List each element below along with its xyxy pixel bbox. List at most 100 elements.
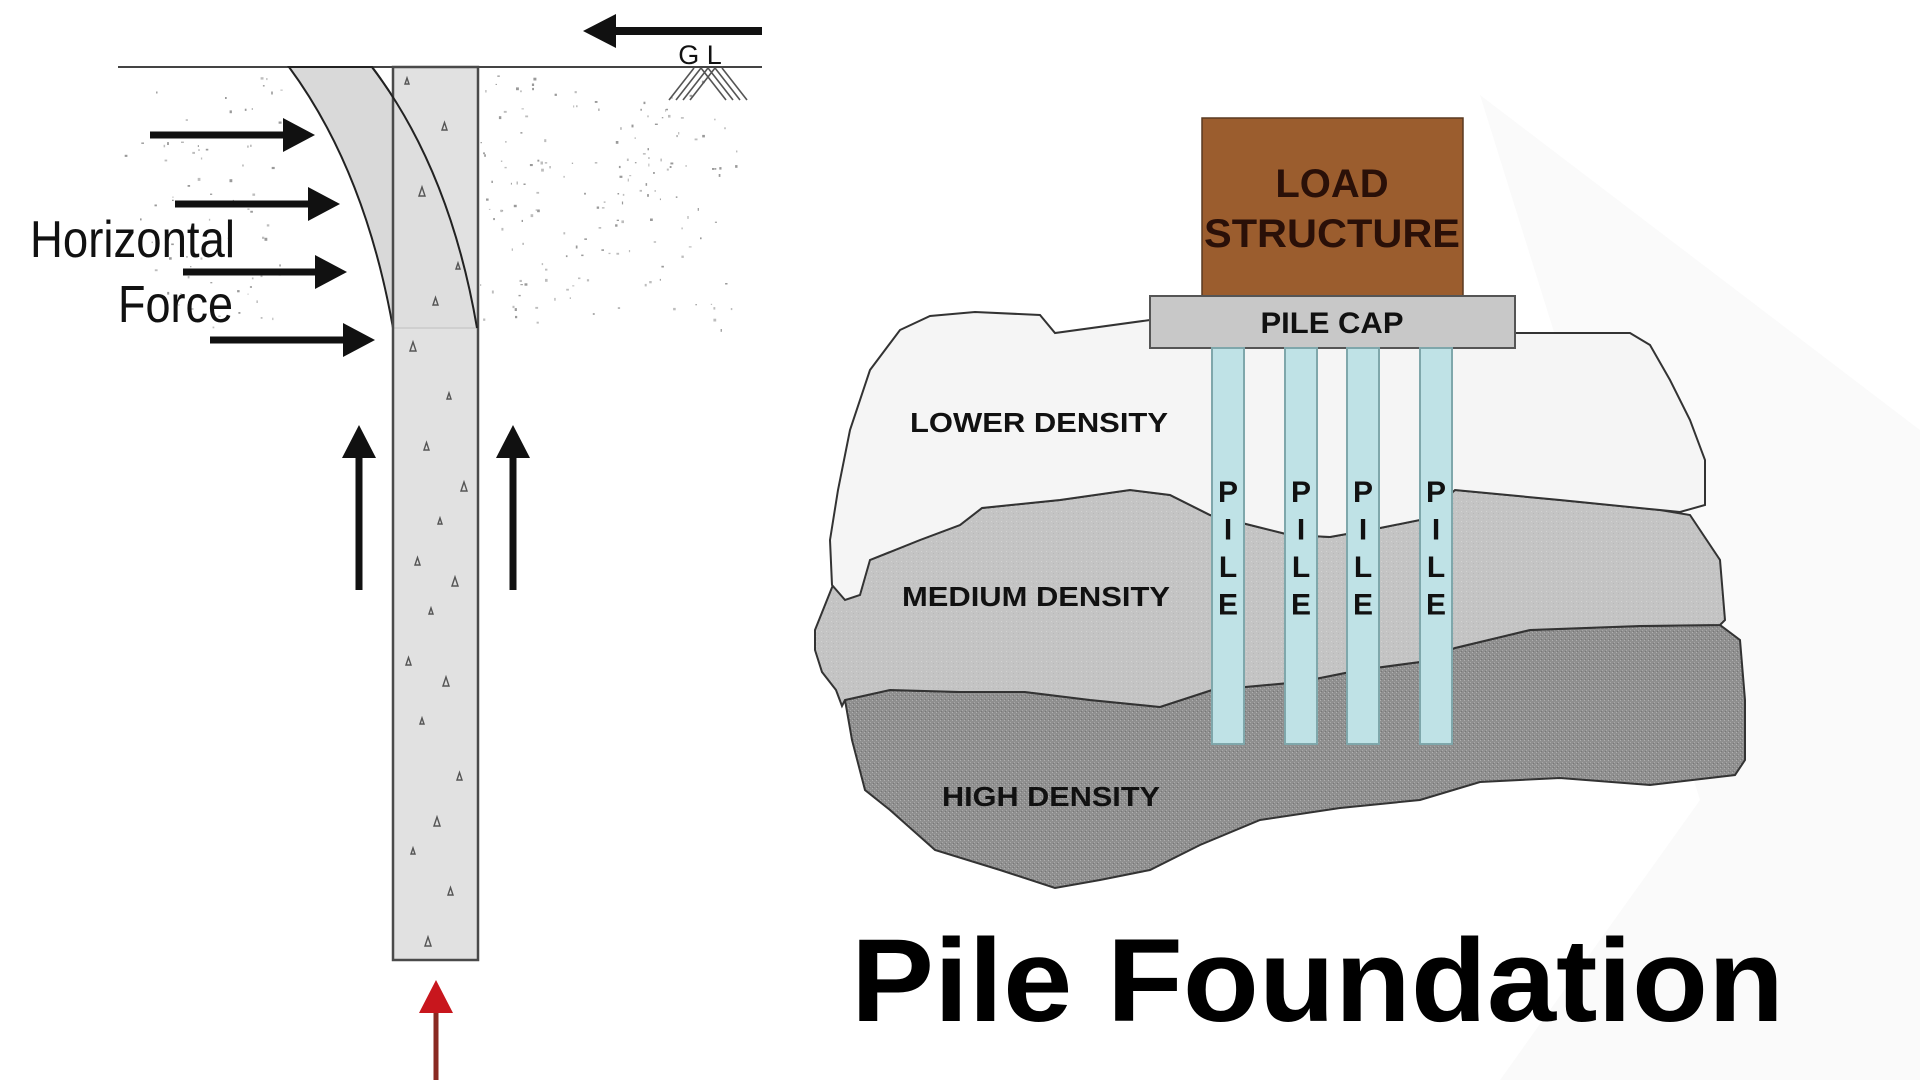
soil-speckle bbox=[530, 214, 534, 218]
soil-speckle bbox=[260, 274, 263, 278]
soil-speckle bbox=[616, 252, 620, 255]
soil-speckle bbox=[639, 189, 642, 192]
soil-speckle bbox=[536, 321, 539, 324]
soil-speckle bbox=[640, 108, 642, 111]
lower-density-label: LOWER DENSITY bbox=[910, 407, 1168, 438]
soil-speckle bbox=[164, 159, 168, 162]
soil-speckle bbox=[181, 141, 184, 143]
soil-speckle bbox=[525, 115, 529, 118]
soil-speckle bbox=[549, 166, 551, 169]
load-structure-block bbox=[1201, 117, 1464, 297]
aggregate-mark bbox=[405, 655, 412, 666]
aggregate-mark bbox=[418, 184, 426, 197]
soil-speckle bbox=[250, 144, 252, 147]
soil-speckle bbox=[180, 293, 182, 294]
aggregate-mark bbox=[419, 715, 425, 725]
aggregate-mark bbox=[446, 390, 452, 400]
soil-speckle bbox=[617, 307, 621, 309]
soil-speckle bbox=[210, 282, 213, 284]
soil-speckle bbox=[654, 123, 658, 125]
soil-speckle bbox=[533, 77, 537, 81]
high-density-label: HIGH DENSITY bbox=[942, 781, 1160, 812]
pile-label-letter: P bbox=[1353, 476, 1373, 509]
soil-speckle bbox=[520, 90, 522, 93]
soil-speckle bbox=[544, 162, 548, 164]
soil-speckle bbox=[535, 209, 537, 211]
soil-speckle bbox=[280, 89, 283, 91]
horizontal-force-label-line1: Horizontal bbox=[30, 211, 235, 269]
soil-speckle bbox=[140, 218, 142, 221]
soil-speckle bbox=[242, 164, 244, 167]
pile: PILE bbox=[1211, 347, 1245, 745]
pile-label-letter: I bbox=[1224, 514, 1232, 547]
soil-speckle bbox=[247, 145, 249, 148]
soil-speckle bbox=[488, 208, 491, 210]
aggregate-mark bbox=[447, 885, 454, 896]
soil-speckle bbox=[598, 108, 600, 111]
pile-label-letter: L bbox=[1292, 551, 1310, 584]
aggregate-mark bbox=[404, 75, 410, 85]
soil-speckle bbox=[141, 142, 144, 144]
soil-speckle bbox=[167, 142, 169, 145]
soil-speckle bbox=[172, 196, 174, 198]
soil-speckle bbox=[678, 132, 680, 135]
soil-speckle bbox=[529, 164, 533, 167]
deflection-curve bbox=[371, 66, 478, 329]
soil-speckle bbox=[596, 206, 600, 209]
soil-speckle bbox=[572, 285, 575, 287]
soil-speckle bbox=[186, 256, 188, 258]
soil-speckle bbox=[668, 114, 671, 118]
soil-speckle bbox=[647, 148, 649, 151]
soil-speckle bbox=[247, 293, 249, 295]
soil-speckle bbox=[187, 185, 191, 187]
soil-speckle bbox=[163, 144, 166, 148]
soil-speckle bbox=[615, 141, 619, 144]
soil-speckle bbox=[622, 193, 625, 196]
soil-speckle bbox=[537, 159, 540, 162]
soil-speckle bbox=[681, 255, 684, 258]
soil-speckle bbox=[521, 108, 524, 110]
soil-speckle bbox=[229, 179, 233, 183]
aggregate-mark bbox=[428, 605, 434, 615]
aggregate-mark bbox=[432, 295, 439, 306]
soil-speckle bbox=[648, 163, 650, 167]
soil-speckle bbox=[554, 93, 557, 96]
force-arrow-icon bbox=[150, 118, 315, 152]
soil-speckle bbox=[653, 172, 655, 174]
soil-speckle bbox=[670, 162, 674, 165]
soil-speckle bbox=[689, 94, 693, 97]
soil-speckle bbox=[262, 85, 265, 87]
soil-speckle bbox=[730, 308, 733, 311]
soil-speckle bbox=[713, 307, 716, 310]
pile-shaft bbox=[1284, 347, 1318, 745]
pile-label-letter: L bbox=[1427, 551, 1445, 584]
soil-speckle bbox=[480, 142, 482, 144]
soil-speckle bbox=[685, 165, 687, 167]
soil-speckle bbox=[702, 134, 705, 138]
soil-speckle bbox=[491, 180, 493, 183]
soil-speckle bbox=[251, 108, 253, 110]
soil-speckle bbox=[227, 237, 229, 239]
soil-speckle bbox=[675, 196, 678, 198]
soil-speckle bbox=[250, 210, 253, 213]
soil-speckle bbox=[616, 219, 619, 221]
soil-speckle bbox=[574, 91, 577, 94]
aggregate-mark bbox=[409, 339, 417, 352]
soil-speckle bbox=[272, 317, 274, 321]
soil-speckle bbox=[713, 318, 717, 322]
soil-speckle bbox=[238, 312, 241, 314]
end-bearing-red-arrow-icon bbox=[419, 980, 453, 1080]
soil-speckle bbox=[631, 124, 634, 128]
soil-speckle bbox=[669, 166, 672, 168]
soil-speckle bbox=[647, 194, 649, 197]
soil-speckle bbox=[697, 208, 699, 211]
soil-speckle bbox=[249, 286, 252, 288]
soil-speckle bbox=[271, 91, 273, 95]
soil-speckle bbox=[645, 183, 648, 186]
soil-speckle bbox=[512, 305, 515, 309]
soil-speckle bbox=[554, 297, 556, 301]
force-arrow-icon bbox=[183, 255, 347, 289]
soil-speckle bbox=[687, 216, 689, 219]
pile-label-letter: E bbox=[1218, 589, 1238, 622]
medium-density-label: MEDIUM DENSITY bbox=[902, 581, 1170, 612]
